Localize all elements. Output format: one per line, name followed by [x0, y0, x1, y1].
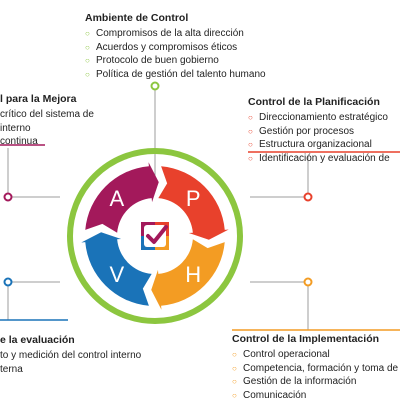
planificacion-list: Direccionamiento estratégico Gestión por…	[248, 111, 390, 165]
cycle-segment-h	[151, 239, 225, 310]
connector-left-top	[7, 148, 60, 198]
checkmark-logo-icon	[140, 221, 170, 251]
implementacion-list: Control operacional Competencia, formaci…	[232, 348, 400, 402]
mejora-line: continua	[0, 136, 38, 148]
dot-left-bottom	[3, 277, 13, 287]
cycle-arrows	[81, 162, 229, 310]
cycle-letter-h: H	[185, 262, 201, 287]
cycle-segment-a	[85, 162, 159, 233]
cycle-letters: A P H V	[109, 186, 201, 287]
mejora-block: l para la Mejora crítico del sistema de …	[0, 93, 94, 149]
list-item: Comunicación	[232, 389, 400, 402]
list-item: Estructura organizacional	[248, 138, 390, 152]
evaluacion-block: e la evaluación to y medición del contro…	[0, 334, 141, 376]
list-item: Competencia, formación y toma de c	[232, 362, 400, 376]
cycle-segment-v	[81, 232, 152, 306]
ambiente-title: Ambiente de Control	[85, 12, 189, 24]
evaluacion-line: to y medición del control interno	[0, 350, 142, 362]
cycle-letter-p: P	[186, 186, 201, 211]
cycle-letter-a: A	[109, 186, 124, 211]
implementacion-title: Control de la Implementación	[232, 333, 380, 345]
dot-right-top	[303, 192, 313, 202]
ambiente-list: Compromisos de la alta dirección Acuerdo…	[85, 27, 266, 81]
list-item: Control operacional	[232, 348, 400, 362]
mejora-title: l para la Mejora	[0, 93, 77, 105]
planificacion-title: Control de la Planificación	[248, 96, 380, 108]
evaluacion-title: e la evaluación	[0, 334, 75, 346]
cycle-segment-p	[158, 166, 229, 240]
dot-right-bottom	[303, 277, 313, 287]
cycle-letter-v: V	[109, 262, 124, 287]
list-item: Gestión de la información	[232, 375, 400, 389]
list-item: Compromisos de la alta dirección	[85, 27, 266, 41]
mejora-line: crítico del sistema de	[0, 109, 94, 121]
evaluacion-line: terna	[0, 363, 23, 375]
list-item: Direccionamiento estratégico	[248, 111, 390, 125]
connector-right-bottom	[250, 281, 309, 330]
dot-left-top	[3, 192, 13, 202]
list-item: Gestión por procesos	[248, 125, 390, 139]
list-item: Protocolo de buen gobierno	[85, 54, 266, 68]
connector-left-bottom	[7, 281, 60, 320]
dot-top	[150, 81, 160, 91]
planificacion-block: Control de la Planificación Direccionami…	[248, 96, 390, 165]
list-item: Identificación y evaluación de	[248, 152, 390, 166]
list-item: Política de gestión del talento humano	[85, 68, 266, 82]
implementacion-block: Control de la Implementación Control ope…	[232, 333, 400, 402]
mejora-line: interno	[0, 122, 31, 134]
list-item: Acuerdos y compromisos éticos	[85, 41, 266, 55]
ambiente-block: Ambiente de Control Compromisos de la al…	[85, 12, 266, 81]
outer-ring	[67, 148, 243, 324]
